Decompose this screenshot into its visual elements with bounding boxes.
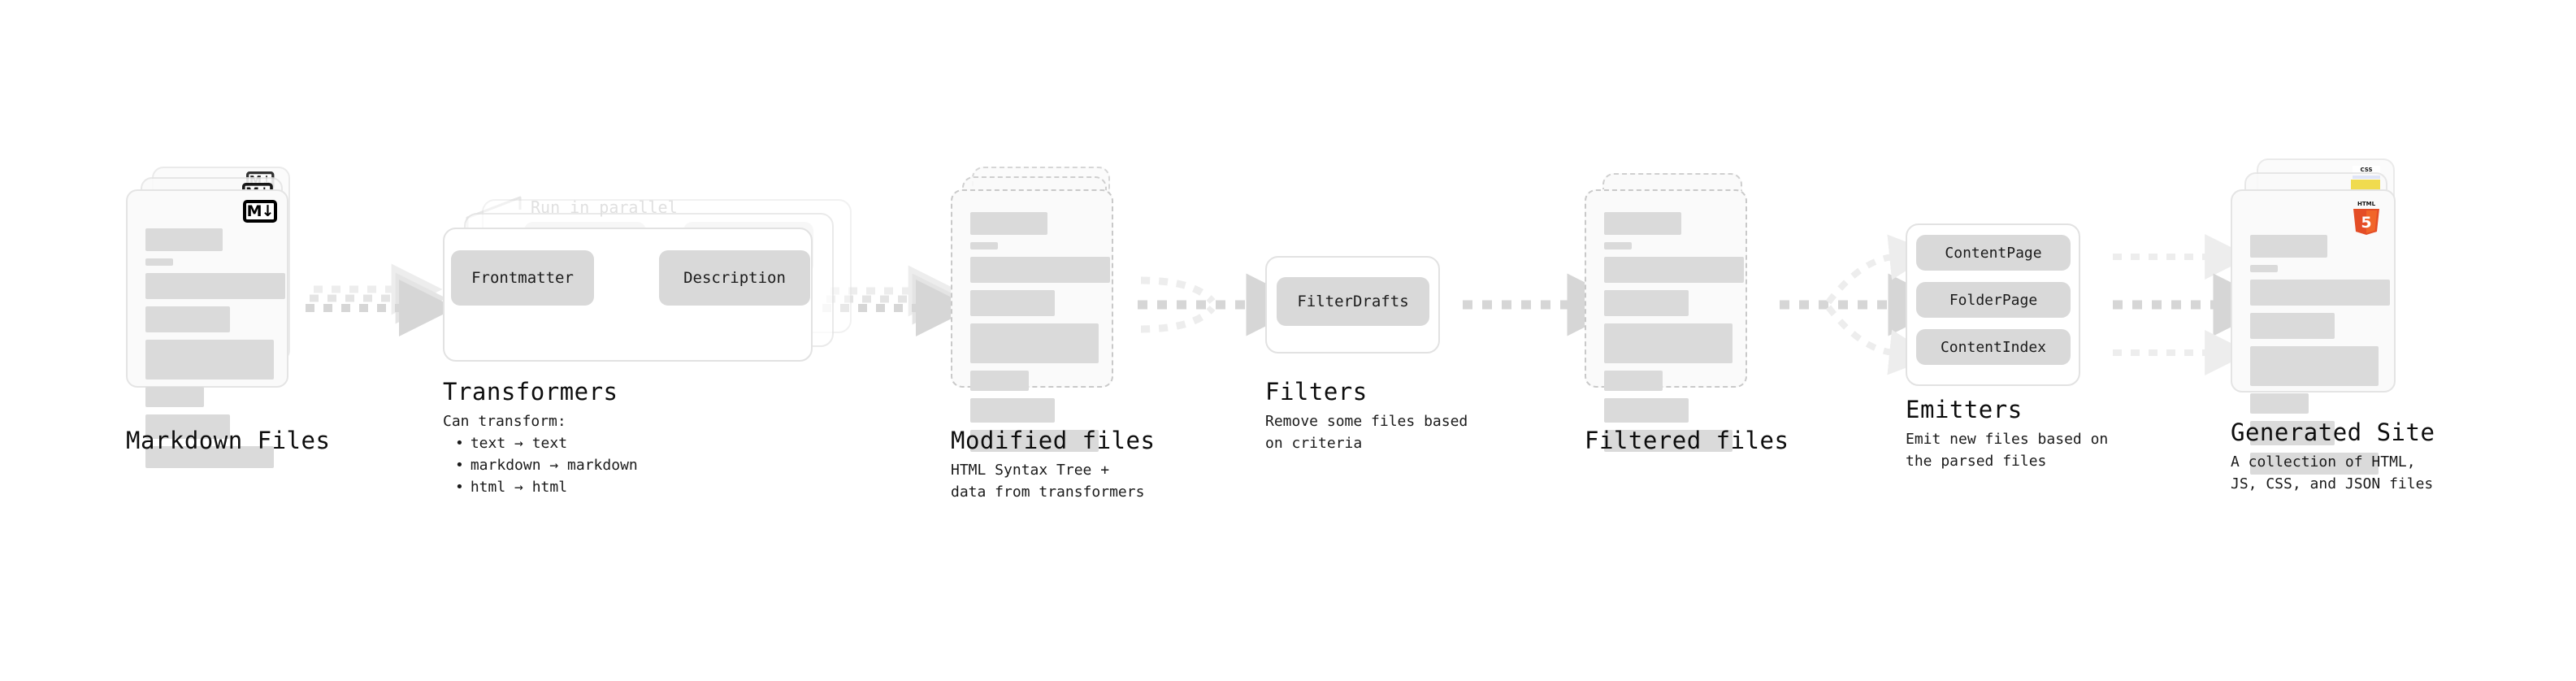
transformer-pill-description[interactable]: Description <box>659 250 810 306</box>
content-bar <box>1604 242 1632 249</box>
content-bar <box>2250 346 2379 386</box>
content-bar <box>970 257 1110 283</box>
content-bar <box>145 387 204 407</box>
filtered-card-front <box>1585 189 1747 452</box>
generated-card-content <box>2250 235 2390 482</box>
modified-card-front <box>951 189 1113 452</box>
markdown-card-front: M↓ <box>126 189 288 468</box>
css-label: CSS <box>2360 167 2373 173</box>
transformers-capability-list: •text → text •markdown → markdown •html … <box>455 432 638 498</box>
generated-file-stack: CSS HTML 5 <box>2231 158 2426 475</box>
content-bar <box>1604 212 1681 235</box>
stage-generated-site: CSS HTML 5 <box>2231 158 2426 475</box>
filtered-card-content <box>1604 212 1744 459</box>
generated-card-html: HTML 5 <box>2231 189 2396 475</box>
list-item: •html → html <box>455 479 568 496</box>
transformers-subtitle: Can transform: <box>443 413 566 430</box>
content-bar <box>1604 430 1733 452</box>
content-bar <box>970 212 1047 235</box>
stage-markdown-files: M↓ M↓ M↓ <box>126 167 313 468</box>
content-bar <box>2250 280 2390 306</box>
content-bar <box>1604 290 1689 316</box>
modified-files-subtitle: HTML Syntax Tree + data from transformer… <box>951 462 1145 501</box>
content-bar <box>2250 421 2335 445</box>
content-bar <box>145 306 230 332</box>
list-item: •markdown → markdown <box>455 457 638 474</box>
svg-text:5: 5 <box>2361 214 2371 232</box>
markdown-card-content <box>145 228 285 475</box>
modified-file-stack <box>951 167 1138 452</box>
content-bar <box>145 273 285 299</box>
caption-emitters: Emitters <box>1906 396 2023 423</box>
arrow-filtered-to-emitters <box>1780 234 1951 375</box>
content-bar <box>1604 323 1733 363</box>
content-bar <box>2250 453 2379 475</box>
content-bar <box>145 340 274 380</box>
emitters-subtitle: Emit new files based on the parsed files <box>1906 431 2109 470</box>
transformer-pill-frontmatter[interactable]: Frontmatter <box>451 250 594 306</box>
content-bar <box>145 446 274 468</box>
caption-generated-site: Generated Site <box>2231 419 2435 446</box>
filters-subtitle: Remove some files based on criteria <box>1265 413 1468 452</box>
content-bar <box>970 290 1055 316</box>
content-bar <box>970 430 1099 452</box>
content-bar <box>2250 393 2309 414</box>
content-bar <box>970 371 1029 391</box>
arrow-markdown-to-transformers <box>306 263 456 336</box>
content-bar <box>145 414 230 439</box>
caption-modified-files: Modified files <box>951 427 1156 454</box>
content-bar <box>1604 398 1689 423</box>
bullet-glyph: • <box>455 435 464 452</box>
generated-site-subtitle: A collection of HTML, JS, CSS, and JSON … <box>2231 453 2434 492</box>
content-bar <box>1604 371 1663 391</box>
content-bar <box>145 258 173 266</box>
filter-pill-filterdrafts[interactable]: FilterDrafts <box>1277 277 1429 326</box>
content-bar <box>2250 313 2335 339</box>
caption-markdown-files: Markdown Files <box>126 427 331 454</box>
bullet-glyph: • <box>455 457 464 474</box>
content-bar <box>2250 265 2278 272</box>
svg-text:HTML: HTML <box>2357 201 2376 207</box>
modified-card-content <box>970 212 1110 459</box>
arrow-emitters-to-site <box>2113 234 2276 375</box>
markdown-file-stack: M↓ M↓ M↓ <box>126 167 313 468</box>
caption-transformers: Transformers <box>443 378 618 406</box>
content-bar <box>145 228 223 251</box>
emitter-pill-folderpage[interactable]: FolderPage <box>1916 282 2071 318</box>
caption-filters: Filters <box>1265 378 1368 406</box>
emitter-pill-contentindex[interactable]: ContentIndex <box>1916 329 2071 365</box>
list-item: •text → text <box>455 435 568 452</box>
filtered-file-stack <box>1585 167 1772 452</box>
stage-filtered-files <box>1585 167 1772 452</box>
content-bar <box>970 242 998 249</box>
content-bar <box>970 323 1099 363</box>
bullet-glyph: • <box>455 479 464 496</box>
emitter-pill-contentpage[interactable]: ContentPage <box>1916 235 2071 271</box>
stage-modified-files <box>951 167 1138 452</box>
caption-filtered-files: Filtered files <box>1585 427 1789 454</box>
annotation-run-in-parallel: Run in parallel <box>531 197 678 217</box>
markdown-badge: M↓ <box>243 200 277 223</box>
content-bar <box>2250 235 2327 258</box>
arrow-modified-to-filters <box>1138 273 1309 336</box>
content-bar <box>1604 257 1744 283</box>
content-bar <box>970 398 1055 423</box>
html5-icon: HTML 5 <box>2350 199 2383 236</box>
